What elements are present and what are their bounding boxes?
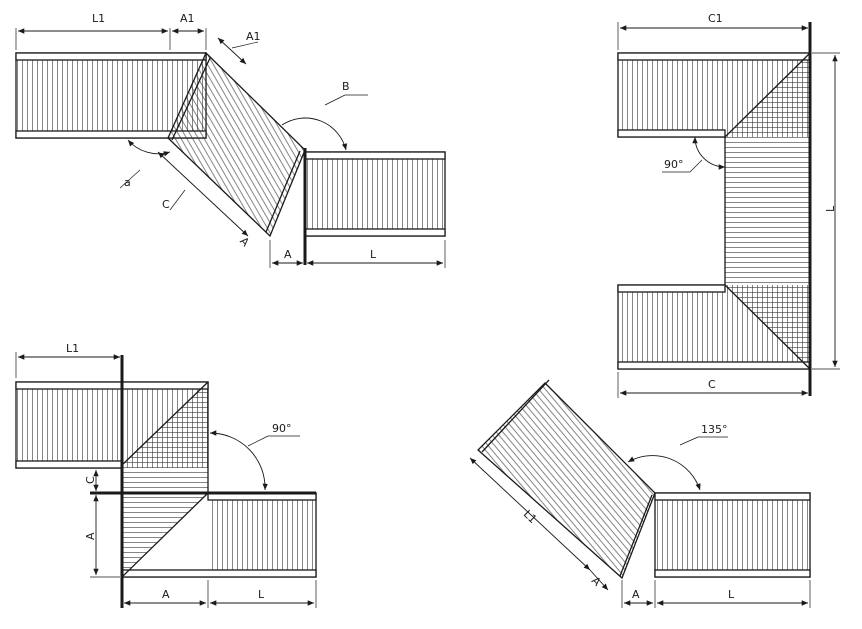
label-angle-a: a <box>124 176 131 189</box>
label-c1: C1 <box>708 12 723 25</box>
angled-section <box>168 53 305 236</box>
label-l-bottom: L <box>258 588 265 601</box>
label-a-bottom: A <box>284 248 292 261</box>
label-a-diagonal: A <box>589 574 604 589</box>
diagram-angled-branch: L1 A1 A1 B a C A A L <box>15 12 446 268</box>
diagram-u-bend: C1 L 90° C <box>617 12 840 398</box>
label-l1: L1 <box>92 12 105 25</box>
label-angle-b: B <box>342 80 350 93</box>
label-l1-diagonal: L1 <box>521 508 539 526</box>
label-90-degrees: 90° <box>664 158 684 171</box>
label-a1-diagonal: A1 <box>246 30 261 43</box>
label-a1: A1 <box>180 12 195 25</box>
diagram-90-elbow: L1 90° C A A L <box>15 342 317 608</box>
angled-duct <box>478 383 655 578</box>
label-a-bottom: A <box>162 588 170 601</box>
elbow-section <box>122 382 208 577</box>
label-l-bottom: L <box>728 588 735 601</box>
right-duct <box>305 152 445 236</box>
label-135-degrees: 135° <box>701 423 728 436</box>
vertical-section <box>725 53 810 369</box>
label-a-bottom: A <box>632 588 640 601</box>
straight-duct <box>655 493 810 577</box>
label-a-left: A <box>84 532 97 540</box>
label-c: C <box>162 198 170 211</box>
label-l-bottom: L <box>370 248 377 261</box>
label-c-left: C <box>84 476 97 484</box>
label-c-bottom: C <box>708 378 716 391</box>
label-l1: L1 <box>66 342 79 355</box>
diagram-135-branch: 135° L1 A A L <box>469 379 811 608</box>
label-a-diagonal: A <box>237 235 252 250</box>
label-l-vertical: L <box>824 205 837 212</box>
label-90-degrees: 90° <box>272 422 292 435</box>
